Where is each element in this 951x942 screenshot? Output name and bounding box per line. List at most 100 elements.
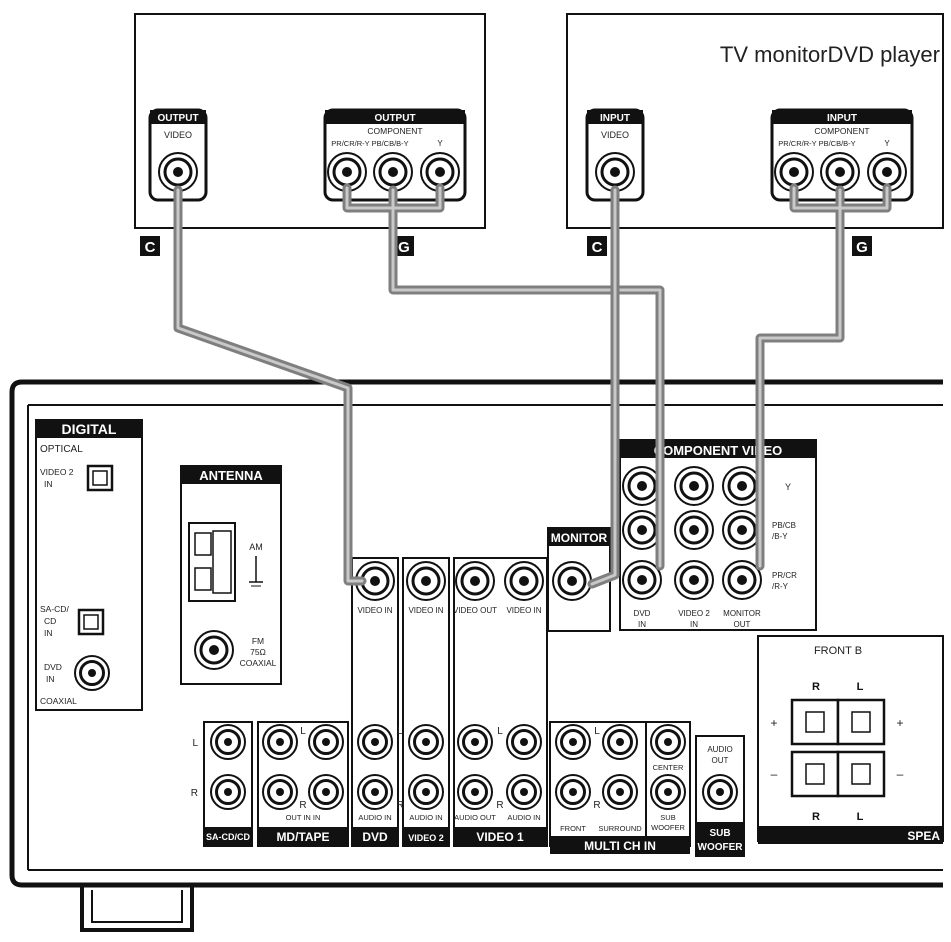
mdtape-out-in-label: OUT IN IN <box>286 813 321 822</box>
subwoofer-out-jack[interactable] <box>701 773 739 811</box>
multich-surround-r-jack[interactable] <box>601 773 639 811</box>
marker-c-dvd <box>140 236 160 256</box>
video1-audio-in-label: AUDIO IN <box>507 813 540 822</box>
speaker-r-minus-terminal[interactable] <box>790 750 840 798</box>
multich-front-label: FRONT <box>560 824 586 833</box>
cv-pr-label: PR/CR <box>772 571 797 580</box>
video1-audio-in-r-jack[interactable] <box>505 773 543 811</box>
dvd-l-label: L <box>397 726 403 737</box>
cv-dvd-pb-jack[interactable] <box>621 509 663 551</box>
tv-component-jacks-label: PR/CR/R-Y PB/CB/B-Y <box>778 139 855 148</box>
cv-monitor-pr-jack[interactable] <box>721 559 763 601</box>
am-label: AM <box>249 542 263 552</box>
receiver-chassis <box>9 379 943 932</box>
optical-sacd-port[interactable] <box>77 608 105 636</box>
cv-y-label: Y <box>785 482 791 492</box>
coaxial-dvd-in-label: IN <box>46 674 55 684</box>
cv-video2-in-label: IN <box>690 620 698 629</box>
mdtape-r-label: R <box>299 800 306 811</box>
marker-c-dvd-label: C <box>145 239 156 256</box>
video1-audio-in-l-jack[interactable] <box>505 723 543 761</box>
group-sub: SUB <box>709 828 730 839</box>
audio-r-label: R <box>191 788 198 799</box>
multich-subwoofer-jack[interactable] <box>649 773 687 811</box>
dvd-component-jacks-label: PR/CR/R-Y PB/CB/B-Y <box>331 139 408 148</box>
video1-audio-out-r-jack[interactable] <box>456 773 494 811</box>
mdtape-in-l-jack[interactable] <box>307 723 345 761</box>
optical-video2-port[interactable] <box>86 464 114 492</box>
sub-audio-label: AUDIO <box>707 745 732 754</box>
optical-video2-in-label: IN <box>44 479 53 489</box>
video1-video-out-label: VIDEO OUT <box>453 606 497 615</box>
multich-front-l-jack[interactable] <box>554 723 592 761</box>
coaxial-label: COAXIAL <box>40 696 77 706</box>
audio-l-label: L <box>192 738 198 749</box>
dvd-video-in-label: VIDEO IN <box>357 606 392 615</box>
multich-center-jack[interactable] <box>649 723 687 761</box>
cv-dvd-pr-jack[interactable] <box>621 559 663 601</box>
cv-monitor-y-jack[interactable] <box>721 465 763 507</box>
dvd-audio-l-jack[interactable] <box>356 723 394 761</box>
speaker-r-plus-terminal[interactable] <box>790 698 840 746</box>
tv-input-header: INPUT <box>600 113 630 124</box>
cable-markers: C G C G <box>140 236 872 256</box>
audio-section: L R L R OUT IN IN L R AUDIO IN AUDIO IN … <box>191 721 745 857</box>
dvd-output-header: OUTPUT <box>157 113 198 124</box>
monitor-video-out-jack[interactable] <box>551 560 593 602</box>
speaker-l-plus-terminal[interactable] <box>836 698 886 746</box>
cv-dvd-y-jack[interactable] <box>621 465 663 507</box>
multich-surround-l-jack[interactable] <box>601 723 639 761</box>
cv-pr-sub-label: /R-Y <box>772 582 789 591</box>
group-sacd: SA-CD/CD <box>206 832 250 842</box>
cables <box>173 183 892 589</box>
digital-section: DIGITAL OPTICAL VIDEO 2 IN SA-CD/ CD IN … <box>35 419 143 711</box>
video2-video-in-jack[interactable] <box>405 560 447 602</box>
optical-sacd-label: SA-CD/ <box>40 604 69 614</box>
dvd-audio-r-jack[interactable] <box>356 773 394 811</box>
optical-sacd-in-label: IN <box>44 628 53 638</box>
optical-cd-label: CD <box>44 616 56 626</box>
speaker-minus-right: – <box>897 767 904 781</box>
video2-audio-r-jack[interactable] <box>407 773 445 811</box>
fm-coaxial-jack[interactable] <box>193 629 235 671</box>
speaker-l-top-label: L <box>857 681 864 693</box>
mdtape-out-r-jack[interactable] <box>261 773 299 811</box>
video1-video-out-jack[interactable] <box>454 560 496 602</box>
cv-monitor-pb-jack[interactable] <box>721 509 763 551</box>
sacd-r-jack[interactable] <box>209 773 247 811</box>
group-video2: VIDEO 2 <box>408 833 444 843</box>
cv-video2-pb-jack[interactable] <box>673 509 715 551</box>
dvd-video-label: VIDEO <box>164 130 192 140</box>
antenna-section: ANTENNA AM FM 75Ω COAXIAL <box>180 465 282 685</box>
tv-video-in-jack[interactable] <box>594 151 636 193</box>
sacd-l-jack[interactable] <box>209 723 247 761</box>
digital-header: DIGITAL <box>62 421 117 437</box>
speaker-plus-left: + <box>770 716 777 730</box>
speaker-r-top-label: R <box>812 681 820 693</box>
tv-monitor-box: TV monitorDVD player INPUT VIDEO INPUT C… <box>566 13 944 229</box>
coaxial-dvd-label: DVD <box>44 662 62 672</box>
cv-monitor-out-label: OUT <box>734 620 751 629</box>
dvd-audio-in-label: AUDIO IN <box>358 813 391 822</box>
video1-audio-out-l-jack[interactable] <box>456 723 494 761</box>
dvd-video-out-jack[interactable] <box>157 151 199 193</box>
mdtape-out-l-jack[interactable] <box>261 723 299 761</box>
group-video1: VIDEO 1 <box>476 830 524 844</box>
dvd-pb-out-jack[interactable] <box>372 151 414 193</box>
marker-c-tv-label: C <box>592 239 603 256</box>
tv-pb-in-jack[interactable] <box>819 151 861 193</box>
video2-audio-l-jack[interactable] <box>407 723 445 761</box>
multich-sub-label: SUB <box>660 813 675 822</box>
monitor-header: MONITOR <box>551 531 608 545</box>
fm-coaxial-label: COAXIAL <box>240 658 277 668</box>
cv-video2-y-jack[interactable] <box>673 465 715 507</box>
cv-video2-pr-jack[interactable] <box>673 559 715 601</box>
speaker-l-minus-terminal[interactable] <box>836 750 886 798</box>
coaxial-dvd-jack[interactable] <box>73 654 111 692</box>
cv-pb-sub-label: /B-Y <box>772 532 788 541</box>
multich-front-r-jack[interactable] <box>554 773 592 811</box>
video1-video-in-jack[interactable] <box>503 560 545 602</box>
mdtape-in-r-jack[interactable] <box>307 773 345 811</box>
speaker-minus-left: – <box>771 767 778 781</box>
marker-g-tv-label: G <box>856 239 868 256</box>
